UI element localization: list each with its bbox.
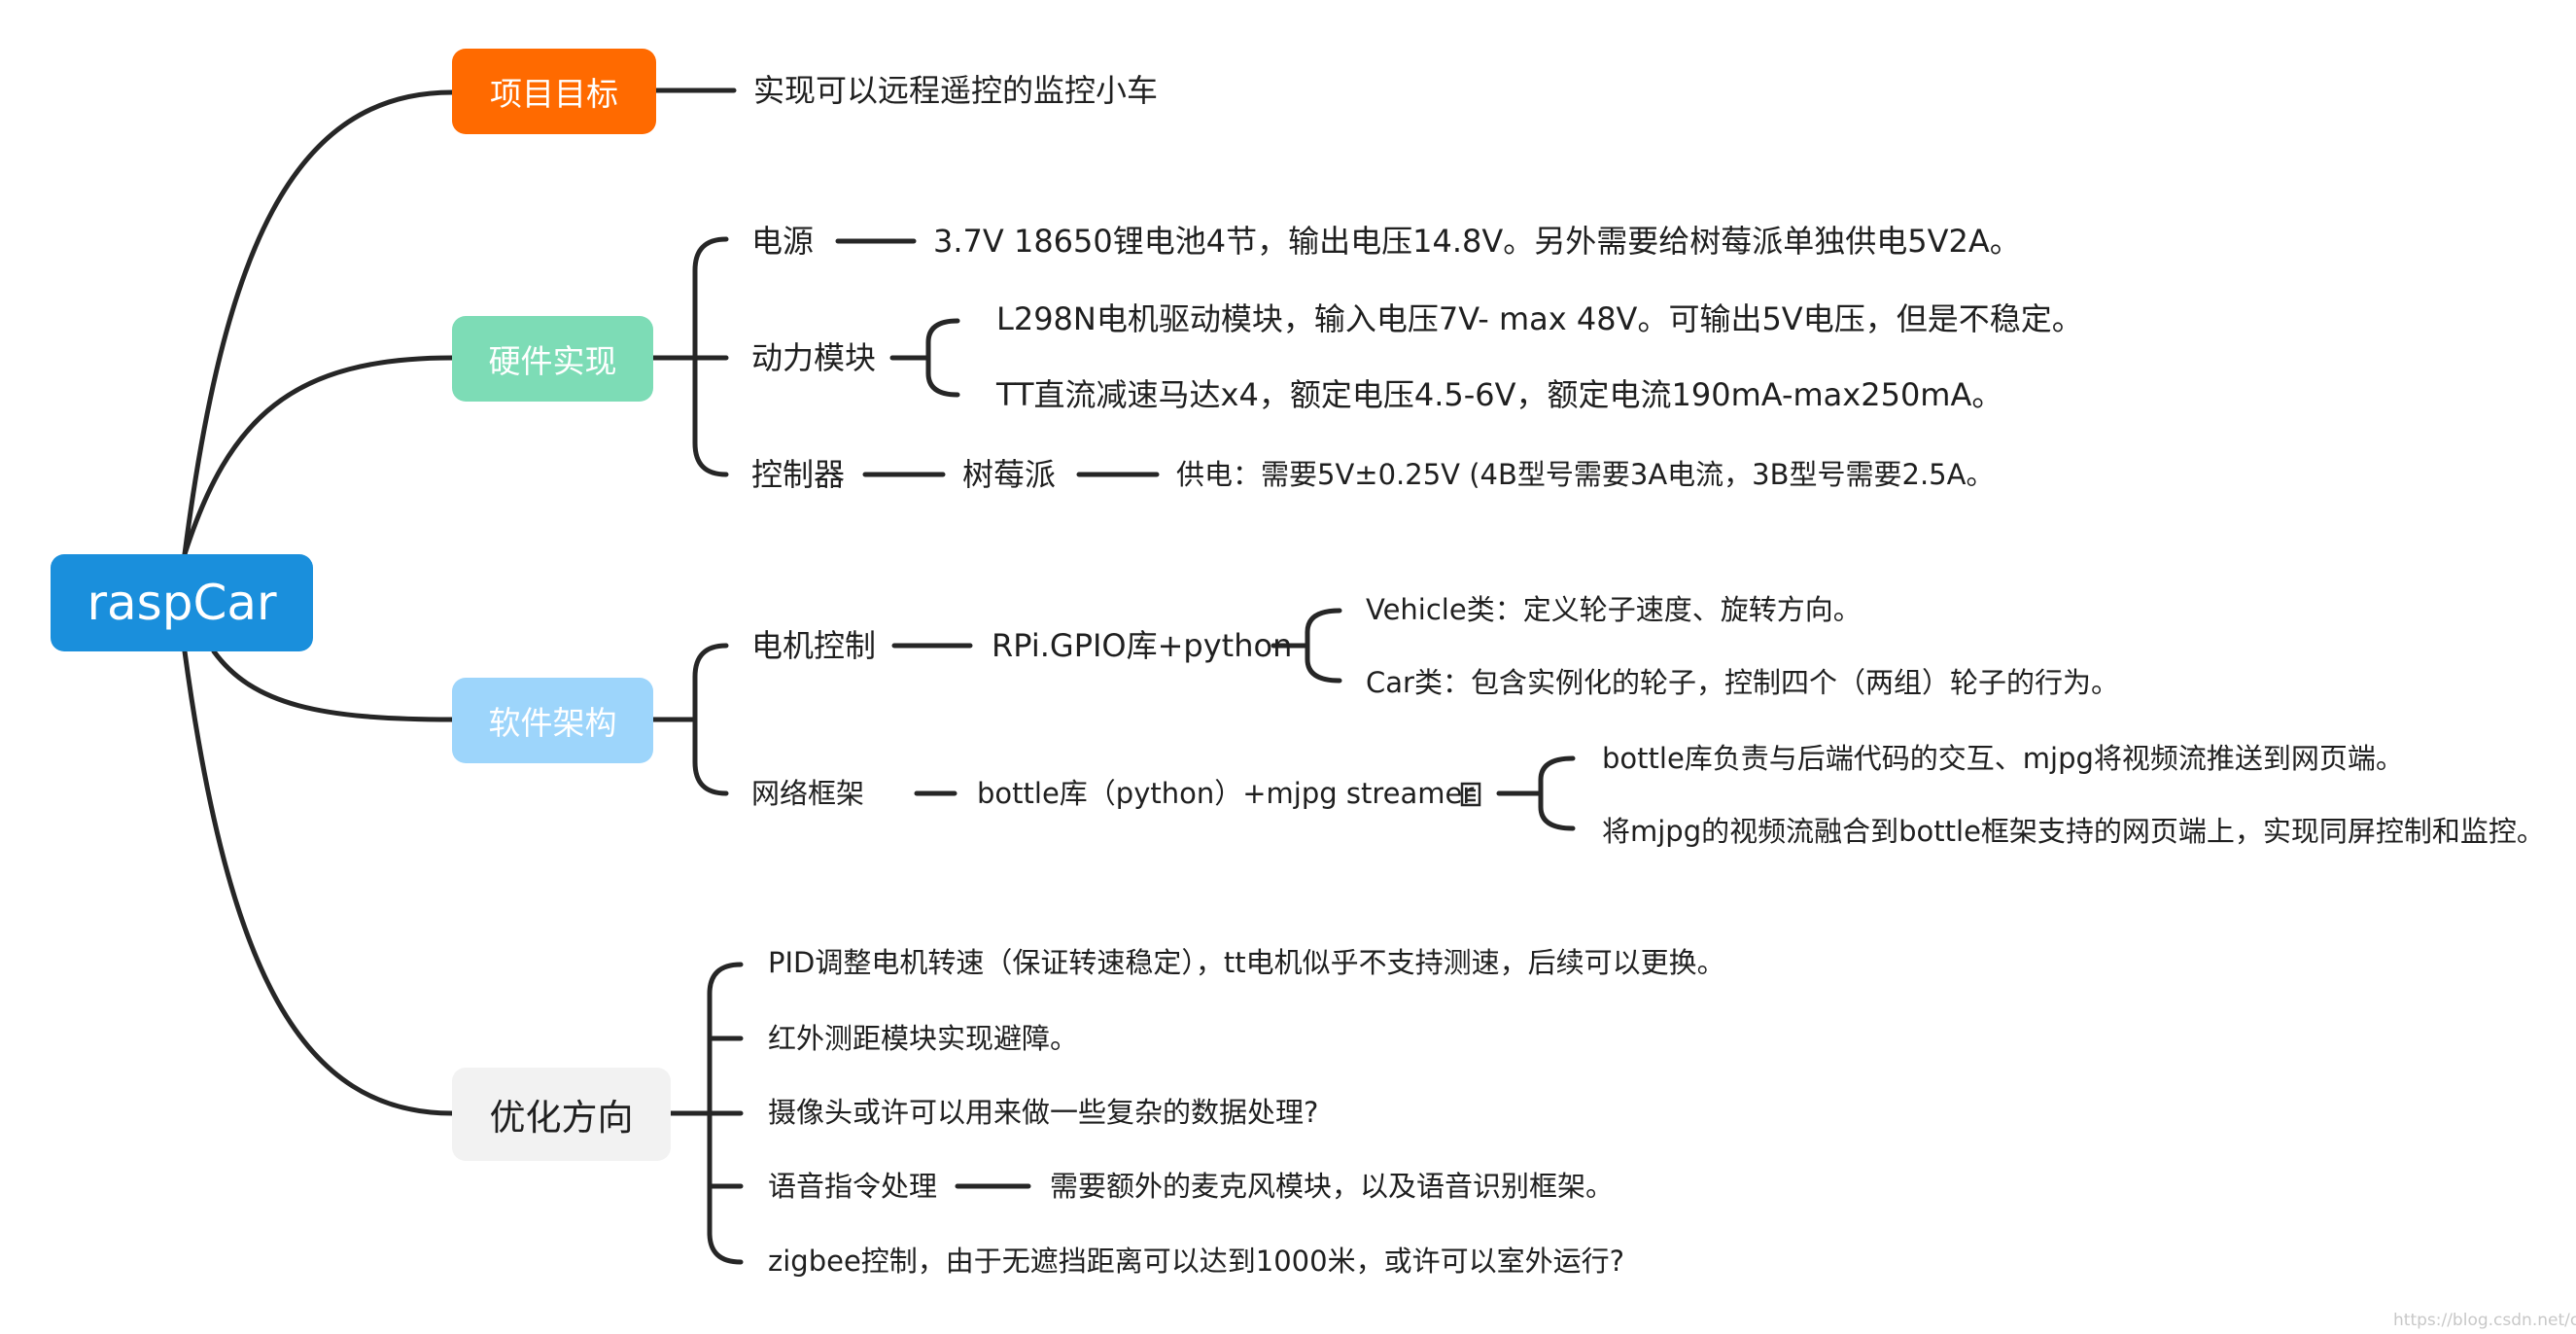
hw-controller-supply: 供电：需要5V±0.25V (4B型号需要3A电流，3B型号需要2.5A。 [1176,458,1995,491]
branch-project-goal[interactable]: 项目目标 [452,49,656,134]
sw-motor-lib: RPi.GPIO库+python [992,627,1293,664]
sw-motor-item: Car类：包含实例化的轮子，控制四个（两组）轮子的行为。 [1366,666,2119,699]
opt-item: 摄像头或许可以用来做一些复杂的数据处理? [768,1096,1319,1129]
hw-controller-board: 树莓派 [962,456,1057,493]
root-node[interactable]: raspCar [51,554,313,651]
hw-power-label: 电源 [751,223,815,260]
sw-net-item: bottle库负责与后端代码的交互、mjpg将视频流推送到网页端。 [1602,742,2404,775]
opt-item: 语音指令处理 [768,1170,938,1203]
branch-optimize[interactable]: 优化方向 [452,1068,671,1161]
watermark: https://blog.csdn.net/cui_qin [2393,1311,2576,1330]
opt-item: 红外测距模块实现避障。 [768,1022,1079,1055]
hw-drive-item: L298N电机驱动模块，输入电压7V- max 48V。可输出5V电压，但是不稳… [996,300,2083,337]
hw-drive-label: 动力模块 [751,339,877,376]
sw-net-lib: bottle库（python）+mjpg streamer [977,777,1475,810]
sw-net-item: 将mjpg的视频流融合到bottle框架支持的网页端上，实现同屏控制和监控。 [1602,815,2545,848]
opt-item: PID调整电机转速（保证转速稳定），tt电机似乎不支持测速，后续可以更换。 [768,946,1725,979]
sw-motor-label: 电机控制 [751,627,877,664]
sw-motor-item: Vehicle类：定义轮子速度、旋转方向。 [1366,593,1862,626]
hw-controller-label: 控制器 [751,456,846,493]
note-icon[interactable] [1460,782,1481,807]
branch-hardware[interactable]: 硬件实现 [452,316,653,402]
goal-text: 实现可以远程遥控的监控小车 [753,72,1159,109]
opt-item: zigbee控制，由于无遮挡距离可以达到1000米，或许可以室外运行? [768,1245,1624,1278]
branch-software[interactable]: 软件架构 [452,678,653,763]
hw-drive-item: TT直流减速马达x4，额定电压4.5-6V，额定电流190mA-max250mA… [996,376,2003,413]
opt-voice-detail: 需要额外的麦克风模块，以及语音识别框架。 [1050,1170,1615,1203]
hw-power-text: 3.7V 18650锂电池4节，输出电压14.8V。另外需要给树莓派单独供电5V… [933,223,2021,260]
sw-net-label: 网络框架 [751,777,865,810]
